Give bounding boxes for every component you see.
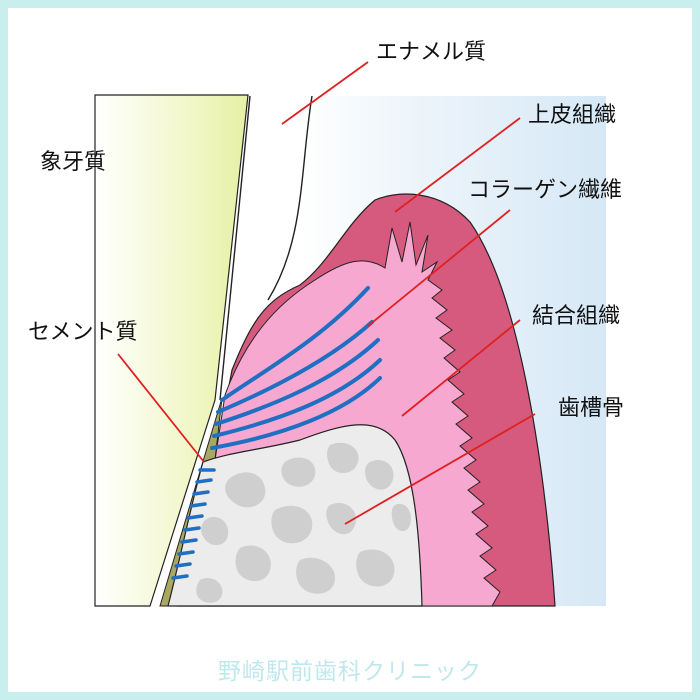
label-bone: 歯槽骨 (558, 396, 625, 421)
bone-marrow-spots (196, 442, 411, 603)
dentin-region (94, 94, 249, 607)
leader-lines (117, 61, 536, 525)
clinic-watermark: 野崎駅前歯科クリニック (218, 659, 482, 685)
leader-connective (401, 319, 521, 417)
enamel-outline (219, 95, 251, 401)
leader-collagen (367, 209, 511, 327)
cementum-fibers (171, 468, 216, 580)
collagen-fibers (210, 286, 382, 450)
label-epithelium: 上皮組織 (528, 103, 617, 128)
leader-bone (344, 413, 536, 525)
label-dentin: 象牙質 (40, 150, 107, 175)
tooth-outer-outline (267, 95, 313, 301)
leader-epithelium (394, 117, 521, 213)
label-collagen: コラーゲン繊維 (468, 178, 623, 203)
label-cementum: セメント質 (28, 320, 138, 345)
leader-enamel (281, 61, 369, 125)
label-enamel: エナメル質 (376, 40, 487, 65)
label-connective: 結合組織 (532, 304, 621, 329)
leader-cementum (117, 353, 205, 463)
